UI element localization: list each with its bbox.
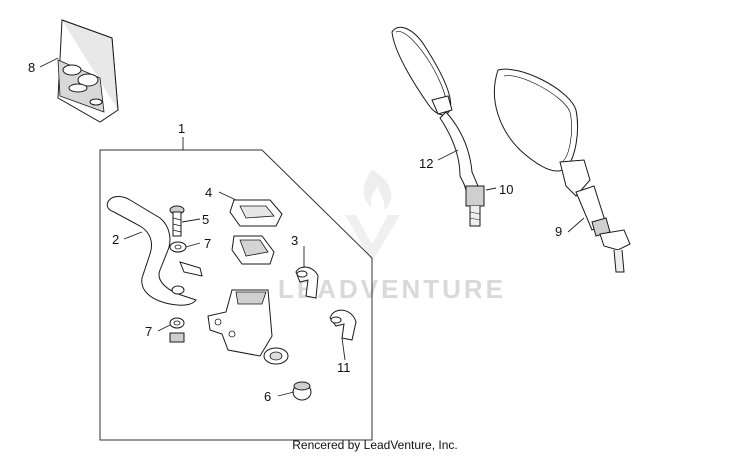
callout-6: 6 xyxy=(264,389,271,404)
part-5-screw xyxy=(169,205,185,237)
callout-11: 11 xyxy=(337,360,351,375)
part-8-decal-sheet xyxy=(57,19,119,123)
leader-lines xyxy=(39,57,585,397)
assembly-frame xyxy=(99,149,373,441)
part-2-brake-lever xyxy=(106,196,203,306)
callout-1: 1 xyxy=(178,121,185,136)
part-12-mirror-left xyxy=(391,26,485,227)
callout-12: 12 xyxy=(419,156,433,171)
callout-10: 10 xyxy=(499,182,513,197)
part-4-gasket xyxy=(231,235,275,265)
callout-2: 2 xyxy=(112,232,119,247)
part-7-washer-upper xyxy=(169,241,187,253)
part-4-reservoir-cap xyxy=(229,199,283,227)
callout-3: 3 xyxy=(291,233,298,248)
master-cylinder-body xyxy=(207,289,289,365)
part-9-mirror-right xyxy=(494,68,631,273)
part-7-washer-lower xyxy=(169,317,185,343)
callout-7-lower: 7 xyxy=(145,324,152,339)
part-3-clamp xyxy=(295,266,319,299)
footer-credit: Rencered by LeadVenture, Inc. xyxy=(292,438,458,452)
part-6-dust-cap xyxy=(292,381,312,401)
callout-5: 5 xyxy=(202,212,209,227)
callout-4: 4 xyxy=(205,185,212,200)
callout-8: 8 xyxy=(28,60,35,75)
callout-9: 9 xyxy=(555,224,562,239)
watermark-logo xyxy=(345,170,400,262)
callout-7-upper: 7 xyxy=(204,236,211,251)
part-11-clamp xyxy=(329,309,357,341)
